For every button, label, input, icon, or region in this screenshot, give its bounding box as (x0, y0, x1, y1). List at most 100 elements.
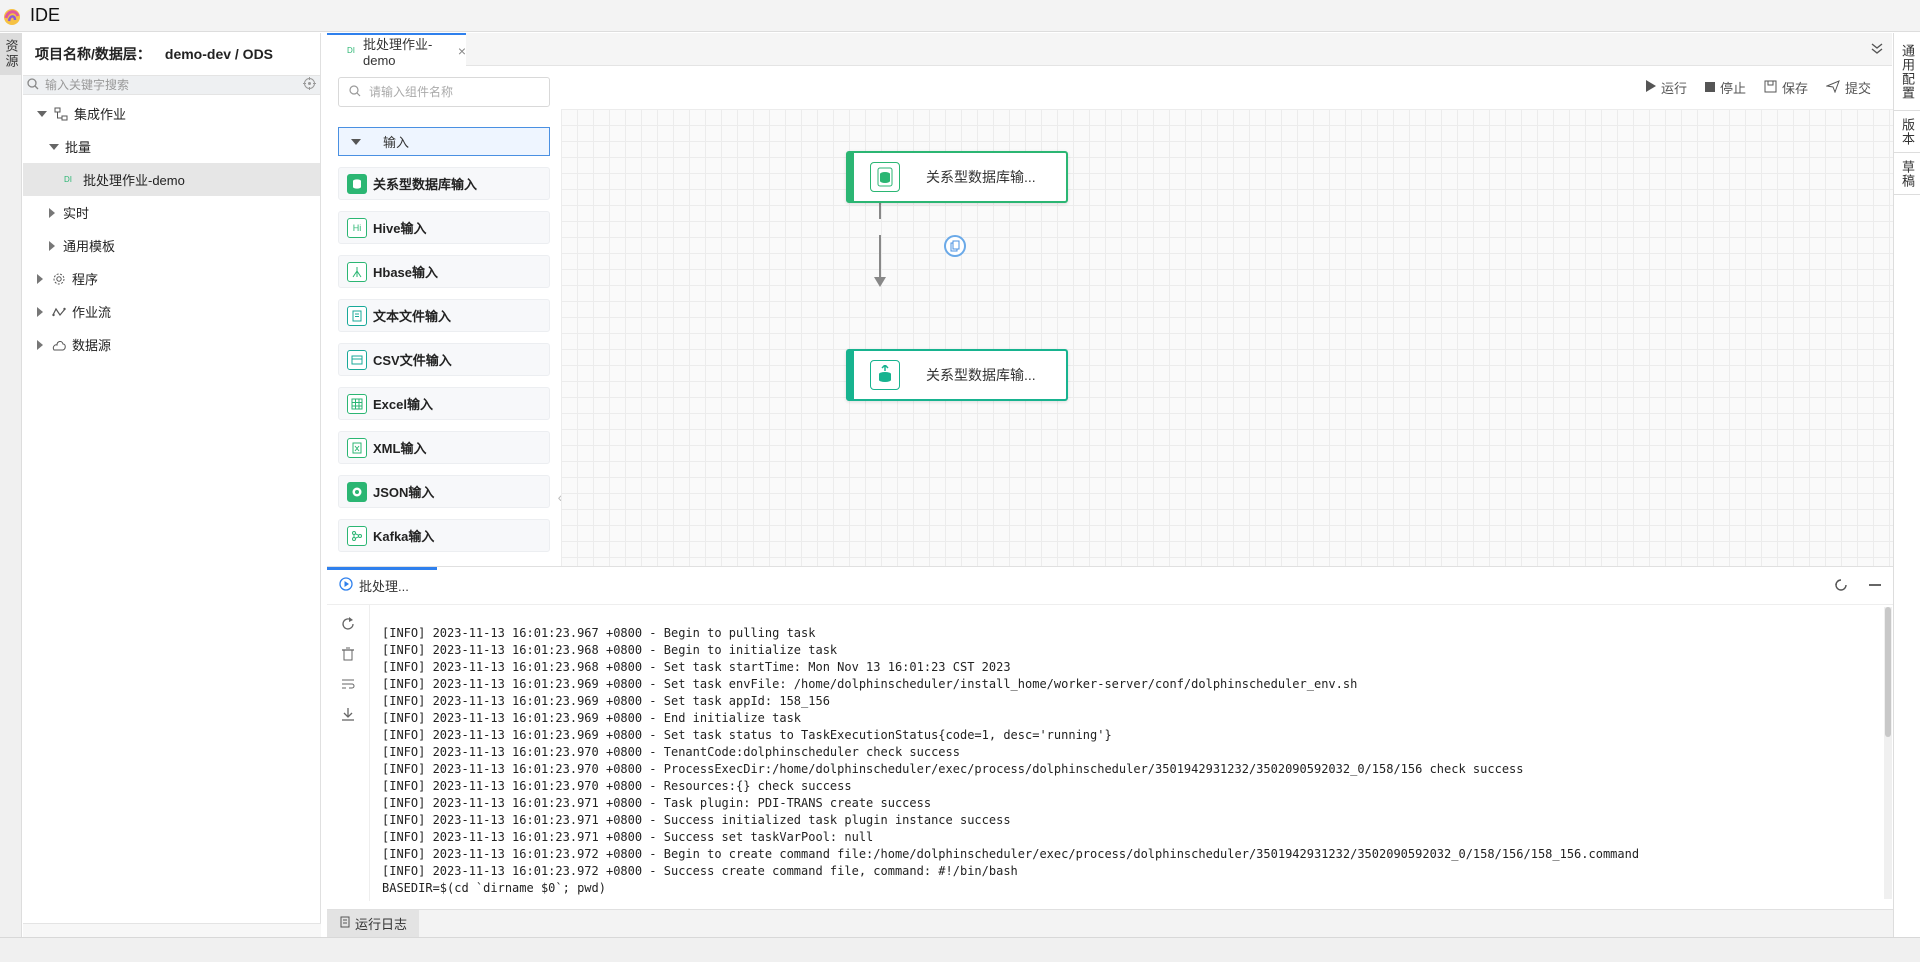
project-header: 项目名称/数据层： demo-dev / ODS (23, 33, 320, 75)
component-csv-file-input[interactable]: CSV文件输入 (338, 343, 550, 376)
chevron-right-icon[interactable] (49, 208, 55, 218)
tab-batch-job-demo[interactable]: DI 批处理作业-demo × (327, 33, 466, 66)
component-hive-input[interactable]: Hi Hive输入 (338, 211, 550, 244)
di-badge: DI (61, 174, 75, 186)
component-label: 关系型数据库输入 (373, 174, 477, 193)
component-hbase-input[interactable]: Hbase输入 (338, 255, 550, 288)
log-title[interactable]: 批处理... (359, 576, 409, 595)
tree-label: 作业流 (72, 302, 111, 321)
chevron-down-icon[interactable] (37, 111, 47, 117)
component-search-input[interactable] (369, 85, 539, 99)
component-text-file-input[interactable]: 文本文件输入 (338, 299, 550, 332)
resources-tab[interactable]: 资源 (0, 33, 22, 75)
tree-search-input[interactable] (45, 78, 303, 92)
tree-node-programs[interactable]: 程序 (23, 262, 320, 295)
run-status-icon (339, 577, 353, 594)
component-xml-input[interactable]: XML输入 (338, 431, 550, 464)
log-line: [INFO] 2023-11-13 16:01:23.971 +0800 - T… (382, 795, 1876, 812)
canvas-header (561, 66, 1575, 109)
component-group-input[interactable]: 输入 (338, 127, 550, 156)
di-badge: DI (347, 46, 355, 55)
stop-button[interactable]: 停止 (1705, 78, 1746, 97)
document-icon (339, 916, 351, 931)
double-chevron-down-icon[interactable] (1870, 41, 1884, 58)
save-button[interactable]: 保存 (1764, 78, 1808, 97)
chevron-right-icon[interactable] (49, 241, 55, 251)
log-output[interactable]: [INFO] 2023-11-13 16:01:23.967 +0800 - B… (369, 605, 1876, 901)
tree-label: 批量 (65, 137, 91, 156)
text-file-icon (347, 306, 367, 326)
tree-node-common-templates[interactable]: 通用模板 (23, 229, 320, 262)
component-label: XML输入 (373, 438, 426, 457)
chevron-right-icon[interactable] (37, 274, 43, 284)
chevron-down-icon[interactable] (49, 144, 59, 150)
component-rdb-input[interactable]: 关系型数据库输入 (338, 167, 550, 200)
app-title: IDE (30, 5, 60, 26)
component-label: JSON输入 (373, 482, 434, 501)
submit-button[interactable]: 提交 (1826, 78, 1871, 97)
submit-label: 提交 (1845, 78, 1871, 97)
database-output-icon (870, 360, 900, 390)
component-excel-input[interactable]: Excel输入 (338, 387, 550, 420)
tree-label: 通用模板 (63, 236, 115, 255)
tree-node-realtime[interactable]: 实时 (23, 196, 320, 229)
project-label: 项目名称/数据层： (35, 44, 151, 64)
chevron-right-icon[interactable] (37, 307, 43, 317)
log-panel: 批处理... [INFO] 2023-11-13 16:01:23.967 +0… (327, 566, 1893, 937)
close-icon[interactable]: × (458, 43, 466, 59)
play-icon (1645, 80, 1656, 95)
run-button[interactable]: 运行 (1645, 78, 1687, 97)
node-label: 关系型数据库输... (926, 365, 1036, 385)
log-footer: 运行日志 (327, 909, 1893, 937)
tree-node-workflows[interactable]: 作业流 (23, 295, 320, 328)
project-value: demo-dev / ODS (165, 46, 273, 62)
locate-icon[interactable] (303, 77, 316, 93)
log-scrollbar[interactable] (1884, 607, 1892, 899)
tab-general-config[interactable]: 通用配置 (1894, 33, 1920, 111)
workflow-tree-icon (53, 106, 69, 122)
chevron-down-icon[interactable] (351, 139, 361, 145)
app-logo-icon (2, 6, 22, 26)
left-activity-strip: 资源 (0, 33, 22, 937)
search-icon (349, 85, 361, 100)
tab-drafts[interactable]: 草稿 (1894, 153, 1920, 195)
node-rdb-output[interactable]: 关系型数据库输... (846, 349, 1068, 401)
refresh-icon[interactable] (1833, 577, 1849, 596)
tree-label: 程序 (72, 269, 98, 288)
log-line: [INFO] 2023-11-13 16:01:23.969 +0800 - S… (382, 727, 1876, 744)
tree-node-batch[interactable]: 批量 (23, 130, 320, 163)
sidebar-scroll-track (23, 923, 321, 937)
tree-label: 批处理作业-demo (83, 170, 185, 189)
log-line: [INFO] 2023-11-13 16:01:23.968 +0800 - B… (382, 642, 1876, 659)
log-toolbar (327, 605, 369, 905)
tree-search (23, 75, 320, 95)
minimize-icon[interactable] (1867, 577, 1883, 596)
node-rdb-input[interactable]: 关系型数据库输... (846, 151, 1068, 203)
component-search (338, 77, 550, 107)
log-line: [INFO] 2023-11-13 16:01:23.972 +0800 - S… (382, 863, 1876, 880)
tab-run-log[interactable]: 运行日志 (327, 910, 419, 937)
chevron-right-icon[interactable] (37, 340, 43, 350)
edge-copy-icon[interactable] (944, 235, 966, 257)
component-label: Excel输入 (373, 394, 433, 413)
database-icon (347, 174, 367, 194)
wrap-text-icon[interactable] (327, 669, 369, 699)
status-bar (0, 937, 1920, 962)
scrollbar-thumb[interactable] (1885, 607, 1891, 737)
log-line: [INFO] 2023-11-13 16:01:23.970 +0800 - R… (382, 778, 1876, 795)
component-label: Hive输入 (373, 218, 426, 237)
tree-node-datasources[interactable]: 数据源 (23, 328, 320, 361)
download-icon[interactable] (327, 699, 369, 729)
component-kafka-input[interactable]: Kafka输入 (338, 519, 550, 552)
flow-canvas[interactable]: 关系型数据库输... 关系型数据库输... (561, 109, 1893, 566)
reload-icon[interactable] (327, 609, 369, 639)
component-json-input[interactable]: JSON输入 (338, 475, 550, 508)
tab-versions[interactable]: 版本 (1894, 111, 1920, 153)
save-icon (1764, 80, 1777, 96)
tree-node-integration-jobs[interactable]: 集成作业 (23, 97, 320, 130)
tree-node-batch-job-demo[interactable]: DI 批处理作业-demo (23, 163, 320, 196)
database-input-icon (870, 162, 900, 192)
component-label: Kafka输入 (373, 526, 434, 545)
log-line: [INFO] 2023-11-13 16:01:23.969 +0800 - S… (382, 693, 1876, 710)
trash-icon[interactable] (327, 639, 369, 669)
